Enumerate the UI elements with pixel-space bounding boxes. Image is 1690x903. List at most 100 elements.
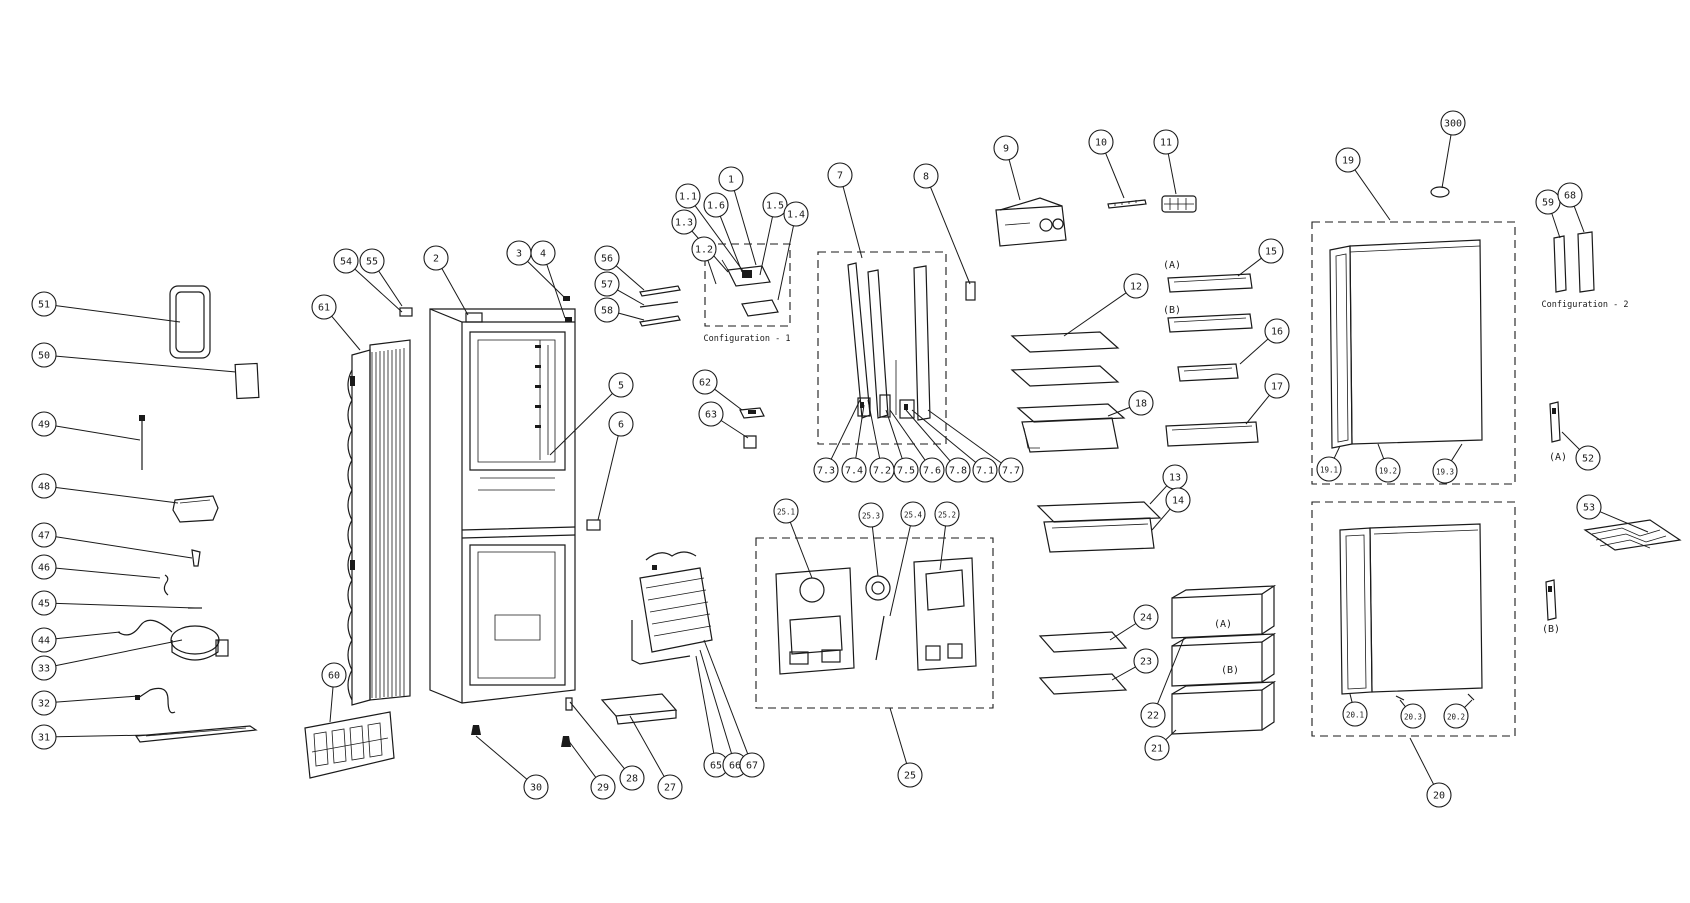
callout-number: 7.1 xyxy=(976,466,994,477)
leader-line xyxy=(1111,666,1136,681)
cabinet-body-part xyxy=(429,308,576,704)
ventilation-grille-part xyxy=(304,711,395,779)
leader-line xyxy=(1333,445,1341,459)
led-strip-part xyxy=(1107,199,1147,209)
callout-circle xyxy=(1133,604,1159,630)
part-callout: 13 xyxy=(1162,464,1188,490)
callout-number: 8 xyxy=(923,172,929,183)
leader-line xyxy=(55,602,196,609)
callout-number: 22 xyxy=(1147,711,1159,722)
part-callout: 300 xyxy=(1440,110,1466,136)
leader-line xyxy=(55,631,121,640)
callout-circle xyxy=(1165,487,1191,513)
part-callout: 20.3 xyxy=(1400,703,1426,729)
door-handle-b-part xyxy=(1545,579,1557,621)
callout-number: 29 xyxy=(597,783,609,794)
callout-circle xyxy=(858,502,884,528)
callout-number: 1.2 xyxy=(695,245,713,256)
part-callout: 44 xyxy=(31,627,57,653)
leader-line xyxy=(1599,511,1649,533)
leader-line xyxy=(911,409,977,463)
leader-line xyxy=(354,268,403,313)
part-callout: 7.8 xyxy=(945,457,971,483)
bottom-rail-part xyxy=(134,725,258,743)
part-callout: 57 xyxy=(594,271,620,297)
callout-circle xyxy=(773,498,799,524)
callout-circle xyxy=(1443,703,1469,729)
callout-number: 55 xyxy=(366,257,378,268)
leader-line xyxy=(707,260,717,285)
part-callout: 25.2 xyxy=(934,501,960,527)
dairy-bin-part xyxy=(1177,363,1239,382)
leader-line xyxy=(1107,406,1130,417)
leader-line xyxy=(618,312,645,321)
duct-rod-part xyxy=(875,615,885,661)
callout-number: 1.5 xyxy=(766,201,784,212)
part-callout: 32 xyxy=(31,690,57,716)
variant-label-b: (B) xyxy=(1221,665,1239,676)
part-callout: 5 xyxy=(608,372,634,398)
callout-number: 10 xyxy=(1095,138,1107,149)
leader-line xyxy=(55,305,181,323)
part-callout: 63 xyxy=(698,401,724,427)
callout-circle xyxy=(897,762,923,788)
drip-tray-part xyxy=(172,495,219,523)
callout-number: 21 xyxy=(1151,744,1163,755)
leader-line xyxy=(329,686,334,723)
callout-number: 56 xyxy=(601,254,613,265)
part-callout: 7.2 xyxy=(869,457,895,483)
leader-line xyxy=(733,190,757,266)
leader-line xyxy=(1245,394,1270,425)
callout-circle xyxy=(827,162,853,188)
variant-label-b: (B) xyxy=(1163,305,1181,316)
leader-line xyxy=(777,225,794,301)
leader-line xyxy=(867,399,881,459)
callout-number: 5 xyxy=(618,381,624,392)
part-callout: 18 xyxy=(1128,390,1154,416)
callout-circle xyxy=(1088,129,1114,155)
callout-circle xyxy=(692,369,718,395)
door-bin-part xyxy=(1167,313,1253,333)
part-callout: 19.2 xyxy=(1375,457,1401,483)
callout-number: 46 xyxy=(38,563,50,574)
leader-line xyxy=(55,567,161,579)
fan-motor-part xyxy=(865,575,891,601)
callout-number: 19.3 xyxy=(1436,468,1454,477)
leader-line xyxy=(615,265,645,291)
leader-line xyxy=(927,409,1002,464)
callout-number: 52 xyxy=(1582,454,1594,465)
part-callout: 67 xyxy=(739,752,765,778)
callout-number: 44 xyxy=(38,636,50,647)
callout-number: 33 xyxy=(38,664,50,675)
callout-number: 61 xyxy=(318,303,330,314)
callout-number: 17 xyxy=(1271,382,1283,393)
part-callout: 61 xyxy=(311,294,337,320)
part-callout: 1.1 xyxy=(675,183,701,209)
leader-line xyxy=(1109,623,1137,641)
callout-number: 4 xyxy=(540,249,546,260)
part-callout: 19.1 xyxy=(1316,456,1342,482)
callout-number: 25.1 xyxy=(777,508,795,517)
callout-circle xyxy=(31,411,57,437)
part-callout: 7.4 xyxy=(841,457,867,483)
part-callout: 1.5 xyxy=(762,192,788,218)
leader-line xyxy=(1008,159,1021,201)
leader-line xyxy=(905,409,951,462)
part-callout: 1.2 xyxy=(691,236,717,262)
callout-circle xyxy=(594,245,620,271)
callout-number: 68 xyxy=(1564,191,1576,202)
callout-number: 7.3 xyxy=(817,466,835,477)
callout-circle xyxy=(31,522,57,548)
callout-number: 62 xyxy=(699,378,711,389)
configuration-1-caption: Configuration - 1 xyxy=(704,334,791,344)
callout-circle xyxy=(972,457,998,483)
callout-number: 300 xyxy=(1444,119,1462,130)
freezer-drawer-b-part xyxy=(1171,632,1277,687)
part-callout: 1.4 xyxy=(783,201,809,227)
leader-line xyxy=(527,261,566,299)
glass-shelf-part xyxy=(1010,365,1120,387)
freezer-drawer-a-part xyxy=(1171,584,1277,639)
callout-number: 1.4 xyxy=(787,210,805,221)
callout-number: 28 xyxy=(626,774,638,785)
part-callout: 25.3 xyxy=(858,502,884,528)
